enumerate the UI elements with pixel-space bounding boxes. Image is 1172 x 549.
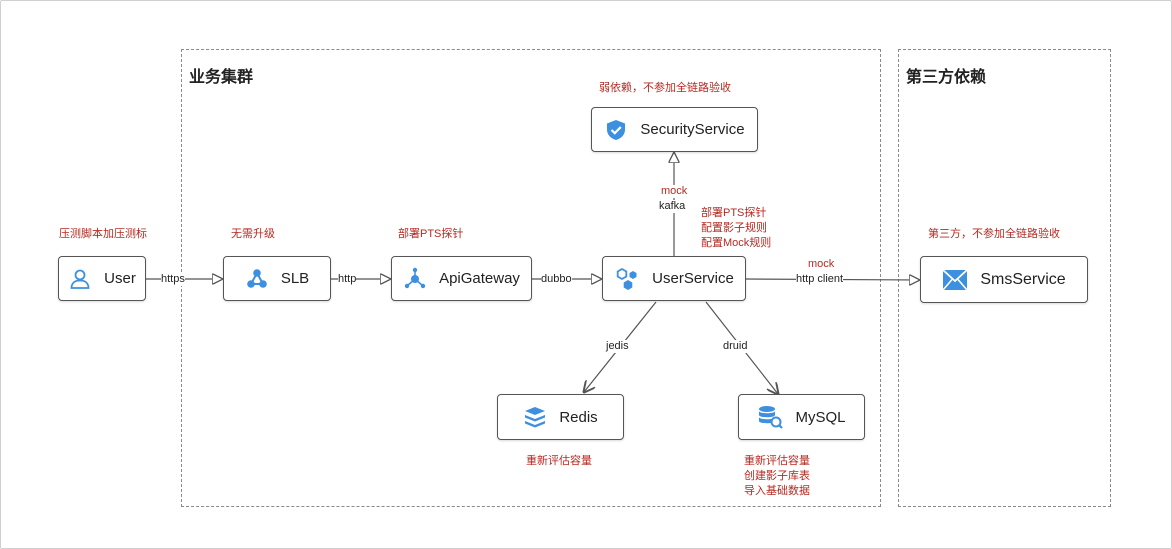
node-mysql-label: MySQL	[795, 408, 846, 426]
third-party-cluster-title: 第三方依赖	[906, 69, 987, 86]
note-userservice-line-1: 部署PTS探针	[701, 207, 767, 219]
node-securityservice-label: SecurityService	[640, 121, 745, 138]
note-mysql-line-2: 创建影子库表	[744, 470, 810, 482]
note-user: 压测脚本加压测标	[59, 228, 147, 240]
gateway-icon	[403, 267, 427, 291]
node-userservice[interactable]: UserService	[602, 256, 746, 301]
node-redis-label: Redis	[559, 408, 598, 426]
node-apigateway[interactable]: ApiGateway	[391, 256, 532, 301]
node-userservice-label: UserService	[652, 270, 734, 287]
note-apigateway: 部署PTS探针	[398, 228, 464, 240]
note-mysql: 重新评估容量 创建影子库表 导入基础数据	[744, 454, 810, 499]
edge-label-druid: druid	[723, 340, 748, 353]
node-apigateway-label: ApiGateway	[439, 270, 520, 287]
note-mysql-line-1: 重新评估容量	[744, 455, 810, 467]
user-icon	[68, 267, 92, 291]
node-smsservice[interactable]: SmsService	[920, 256, 1088, 303]
business-cluster-title: 业务集群	[189, 69, 254, 86]
edge-label-dubbo: dubbo	[541, 273, 572, 286]
node-securityservice[interactable]: SecurityService	[591, 107, 758, 152]
node-slb-label: SLB	[280, 270, 310, 287]
note-mysql-line-3: 导入基础数据	[744, 485, 810, 497]
note-slb: 无需升级	[231, 228, 275, 240]
note-securityservice: 弱依赖，不参加全链路验收	[599, 82, 731, 94]
note-redis: 重新评估容量	[526, 455, 592, 467]
database-icon	[757, 405, 784, 429]
node-smsservice-label: SmsService	[980, 270, 1066, 288]
node-user-label: User	[104, 270, 136, 287]
note-userservice-line-2: 配置影子规则	[701, 222, 767, 234]
redis-stack-icon	[523, 405, 547, 429]
note-smsservice: 第三方，不参加全链路验收	[928, 228, 1060, 240]
edge-tag-mock-http-client: mock	[808, 258, 835, 271]
hexagon-cluster-icon	[614, 267, 640, 291]
note-userservice: 部署PTS探针 配置影子规则 配置Mock规则	[701, 206, 771, 251]
node-redis[interactable]: Redis	[497, 394, 624, 440]
edge-label-http-client: http client	[796, 273, 844, 286]
edge-label-kafka: kafka	[659, 200, 686, 213]
node-mysql[interactable]: MySQL	[738, 394, 865, 440]
node-user[interactable]: User	[58, 256, 146, 301]
third-party-cluster	[898, 49, 1111, 507]
note-userservice-line-3: 配置Mock规则	[701, 237, 772, 249]
envelope-icon	[942, 268, 968, 291]
edge-label-jedis: jedis	[606, 340, 629, 353]
node-slb[interactable]: SLB	[223, 256, 331, 301]
edge-label-http: http	[338, 273, 357, 286]
load-balancer-icon	[245, 267, 269, 291]
edge-label-https: https	[161, 273, 185, 286]
edge-tag-mock-kafka: mock	[661, 185, 688, 198]
shield-check-icon	[604, 118, 628, 142]
